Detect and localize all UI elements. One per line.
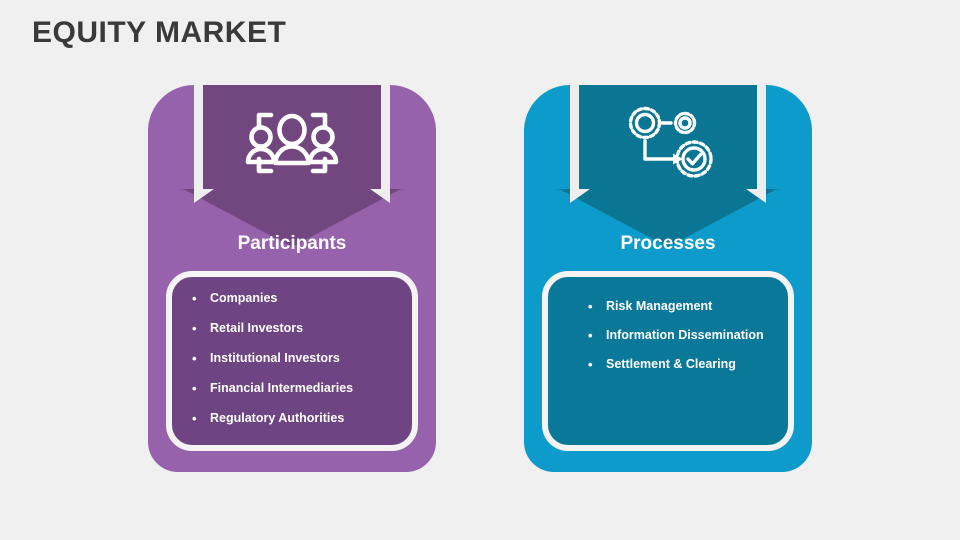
list-item[interactable]: • Settlement & Clearing (586, 357, 778, 372)
list-processes: • Risk Management • Information Dissemin… (548, 277, 788, 372)
arrow-band-participants (203, 85, 381, 189)
list-participants: • Companies • Retail Investors • Institu… (172, 277, 412, 426)
list-item[interactable]: • Institutional Investors (190, 351, 402, 366)
card-heading-participants: Participants (237, 233, 347, 254)
list-item[interactable]: • Regulatory Authorities (190, 411, 402, 426)
bullet-icon: • (588, 299, 593, 314)
bullet-icon: • (192, 351, 197, 366)
arrow-wing-right-tip (746, 189, 766, 203)
gears-workflow-check-icon (607, 99, 729, 183)
bullet-icon: • (192, 291, 197, 306)
card-participants[interactable]: Participants • Companies • Retail Invest… (148, 85, 436, 472)
arrow-wing-right-tip (370, 189, 390, 203)
list-item-label: Information Dissemination (606, 328, 764, 342)
arrow-rect (203, 85, 381, 189)
arrow-wing-right (757, 85, 766, 189)
arrow-rect (579, 85, 757, 189)
arrow-wing-left-tip (194, 189, 214, 203)
arrow-wing-left-tip (570, 189, 590, 203)
list-item-label: Settlement & Clearing (606, 357, 736, 371)
bullet-icon: • (588, 357, 593, 372)
bullet-icon: • (192, 411, 197, 426)
bullet-icon: • (588, 328, 593, 343)
arrow-wing-left (194, 85, 203, 189)
arrow-wing-right (381, 85, 390, 189)
list-item-label: Companies (210, 291, 278, 305)
list-item[interactable]: • Financial Intermediaries (190, 381, 402, 396)
arrow-tip (183, 189, 401, 247)
list-item[interactable]: • Information Dissemination (586, 328, 778, 343)
arrow-wing-left (570, 85, 579, 189)
arrow-band-processes (579, 85, 757, 189)
list-item-label: Institutional Investors (210, 351, 340, 365)
panel-participants: • Companies • Retail Investors • Institu… (166, 271, 418, 451)
card-heading-processes: Processes (620, 233, 716, 254)
page-title: EQUITY MARKET (32, 16, 287, 49)
list-item[interactable]: • Retail Investors (190, 321, 402, 336)
list-item-label: Risk Management (606, 299, 713, 313)
arrow-tip (559, 189, 777, 247)
bullet-icon: • (192, 381, 197, 396)
list-item-label: Regulatory Authorities (210, 411, 345, 425)
panel-processes: • Risk Management • Information Dissemin… (542, 271, 794, 451)
list-item[interactable]: • Companies (190, 291, 402, 306)
bullet-icon: • (192, 321, 197, 336)
people-group-icon (231, 99, 353, 183)
list-item-label: Retail Investors (210, 321, 304, 335)
list-item-label: Financial Intermediaries (210, 381, 354, 395)
card-processes[interactable]: Processes • Risk Management • Informatio… (524, 85, 812, 472)
list-item[interactable]: • Risk Management (586, 299, 778, 314)
arrowhead (673, 153, 683, 165)
